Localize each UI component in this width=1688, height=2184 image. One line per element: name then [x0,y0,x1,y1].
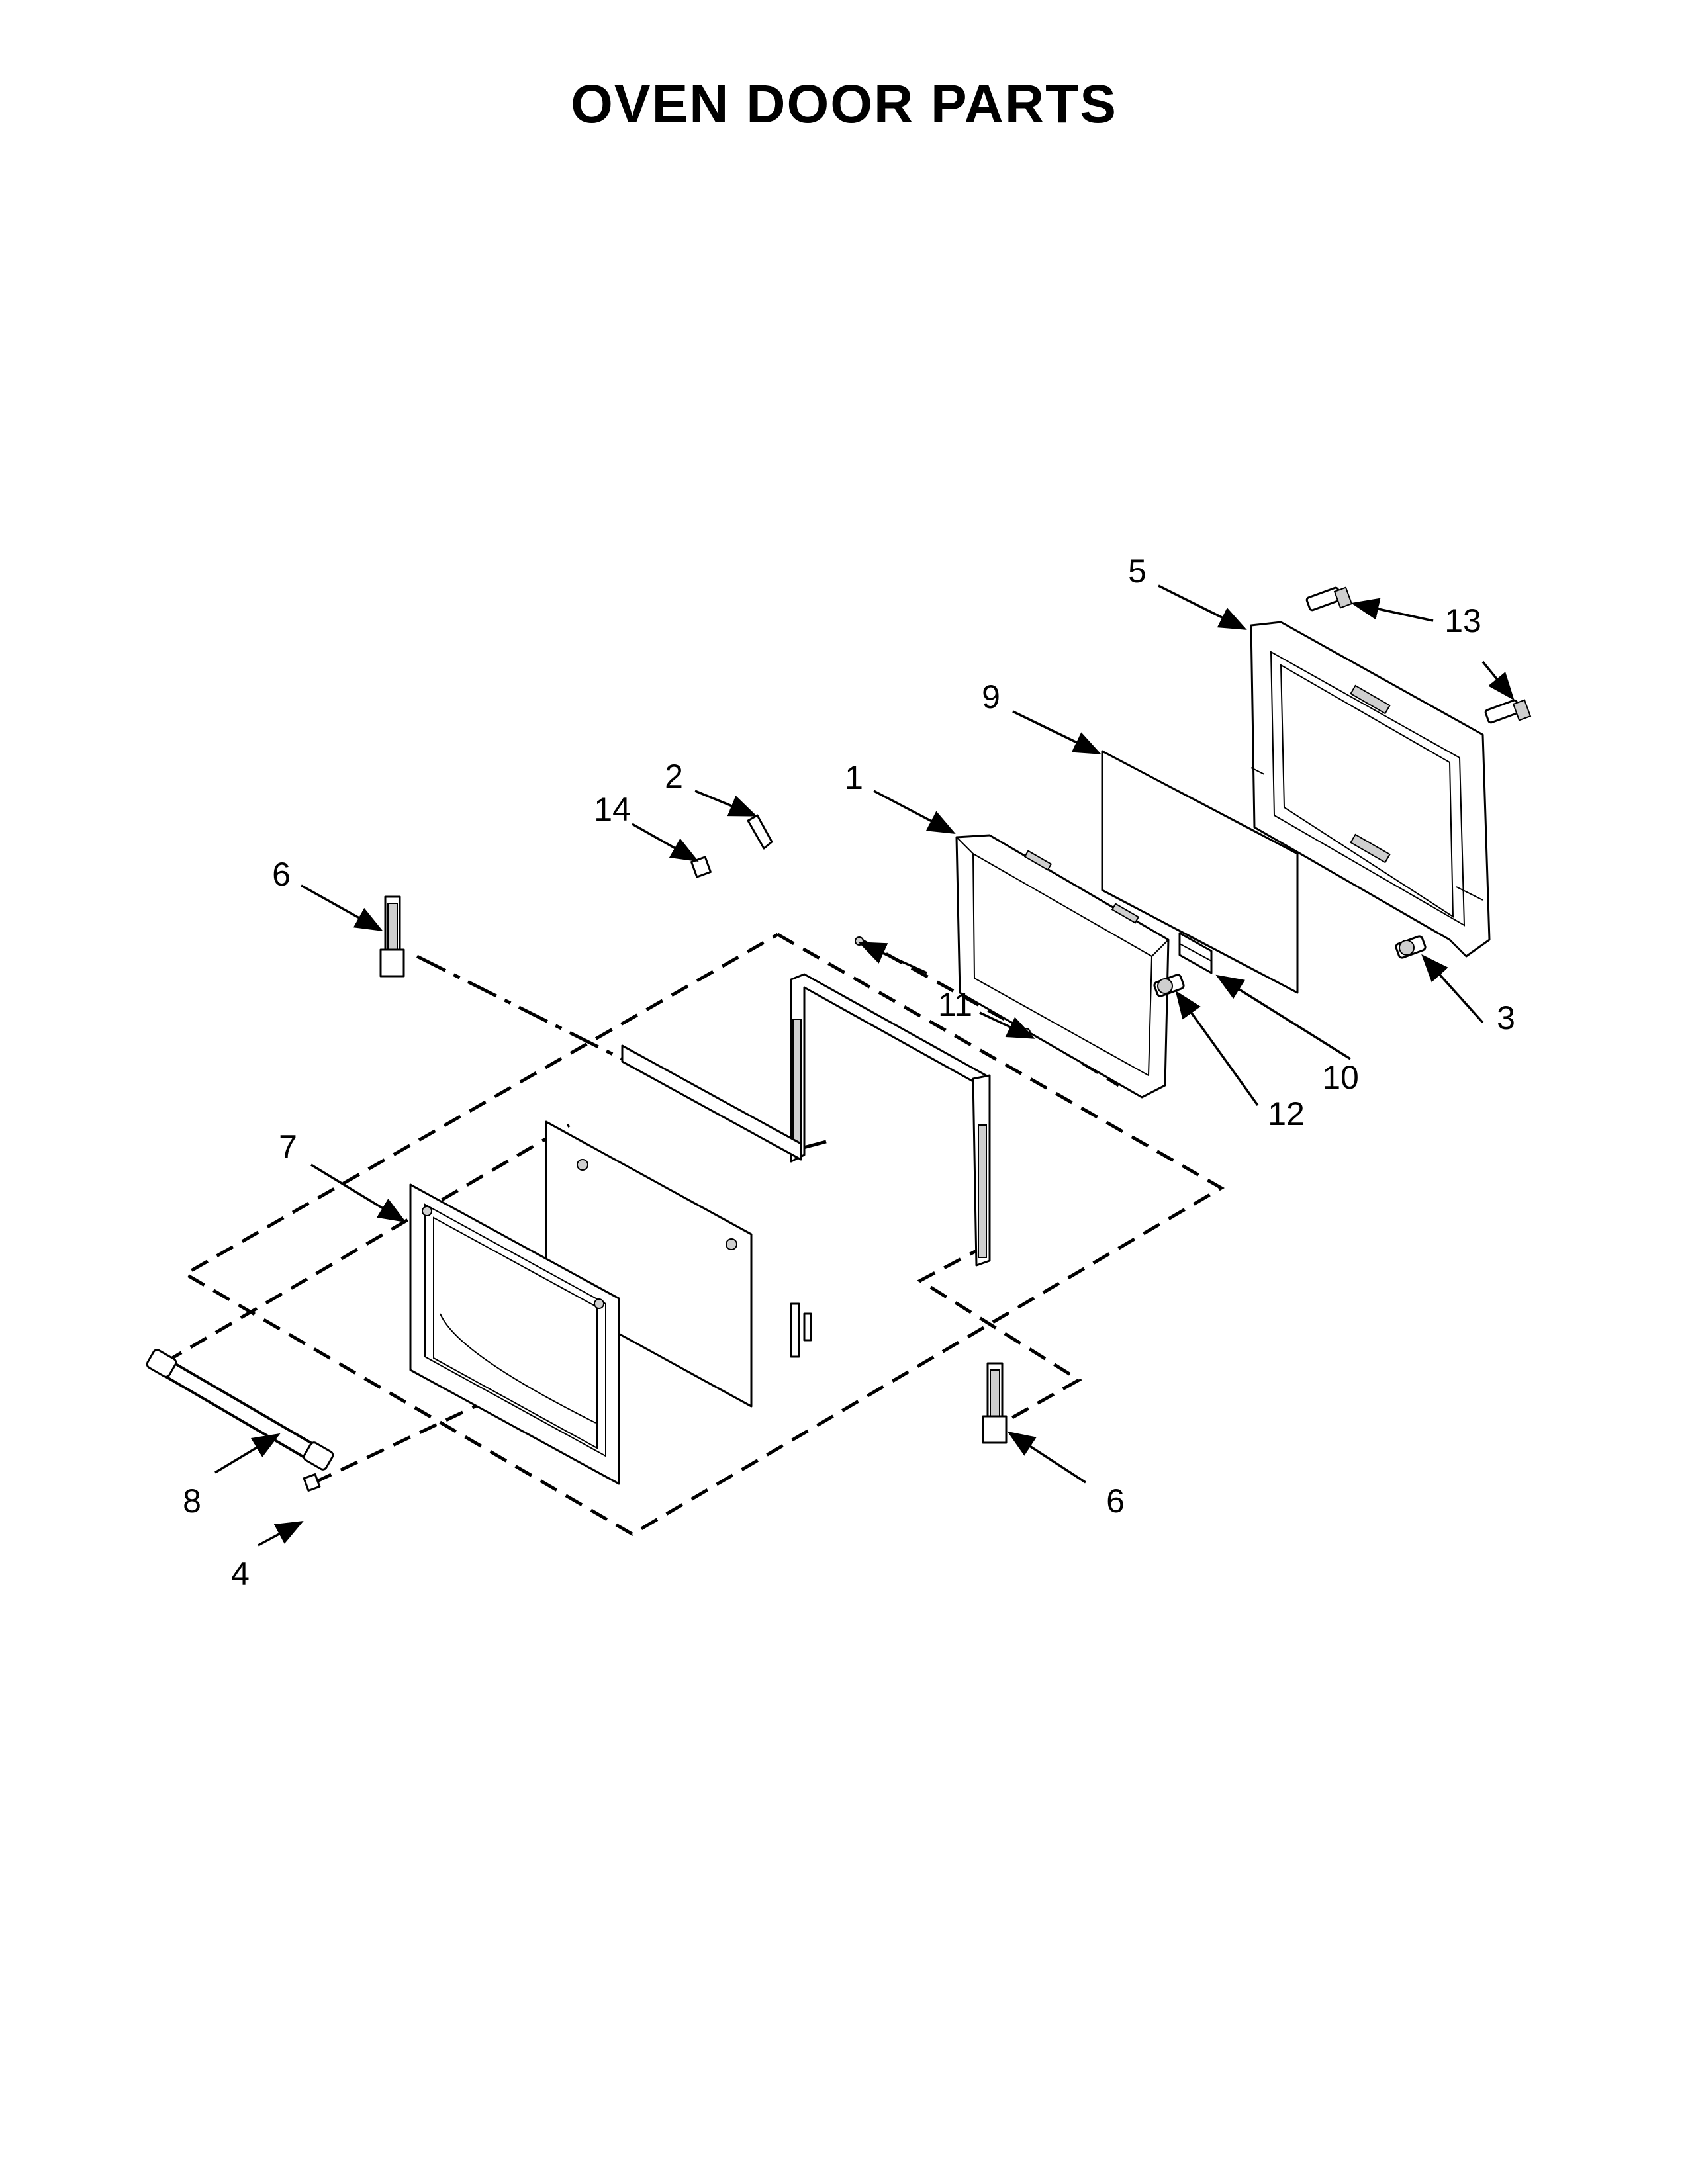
callout-14: 14 [594,791,631,828]
screw-part-12 [1153,974,1185,997]
outer-door-panel [409,1183,620,1485]
glass-panel-part [1101,750,1299,994]
callout-11: 11 [938,986,972,1023]
callout-7: 7 [279,1128,297,1165]
callout-1: 1 [845,759,863,796]
leader-lines [214,584,1515,1547]
page-title: OVEN DOOR PARTS [571,74,1117,134]
clip-part [747,814,773,850]
side-channel-part [790,936,1031,1267]
callout-10: 10 [1322,1059,1359,1096]
callout-4: 4 [231,1555,250,1592]
hinge-part-bottom [982,1362,1008,1444]
bracket-part [1178,932,1213,974]
small-clip-part [303,1473,321,1492]
middle-glass-part [545,1044,812,1408]
callout-6-bottom: 6 [1106,1482,1125,1520]
callout-6-top: 6 [272,856,291,893]
callout-5: 5 [1128,553,1147,590]
screw-part-13a [1305,586,1353,612]
door-liner-part [1250,621,1491,958]
hinge-part-top [379,895,405,978]
callout-2: 2 [665,758,683,795]
screw-part-13b [1484,699,1532,724]
callout-labels: 5 13 9 2 14 1 6 3 11 10 12 7 8 6 4 [183,553,1515,1592]
callout-3: 3 [1497,999,1515,1036]
inner-door-frame-part [955,834,1170,1099]
callout-13: 13 [1444,602,1481,639]
callout-12: 12 [1268,1095,1305,1132]
callout-8: 8 [183,1482,201,1520]
callout-9: 9 [982,678,1000,715]
handle-part [146,1349,334,1471]
screw-part-3 [1395,935,1427,959]
